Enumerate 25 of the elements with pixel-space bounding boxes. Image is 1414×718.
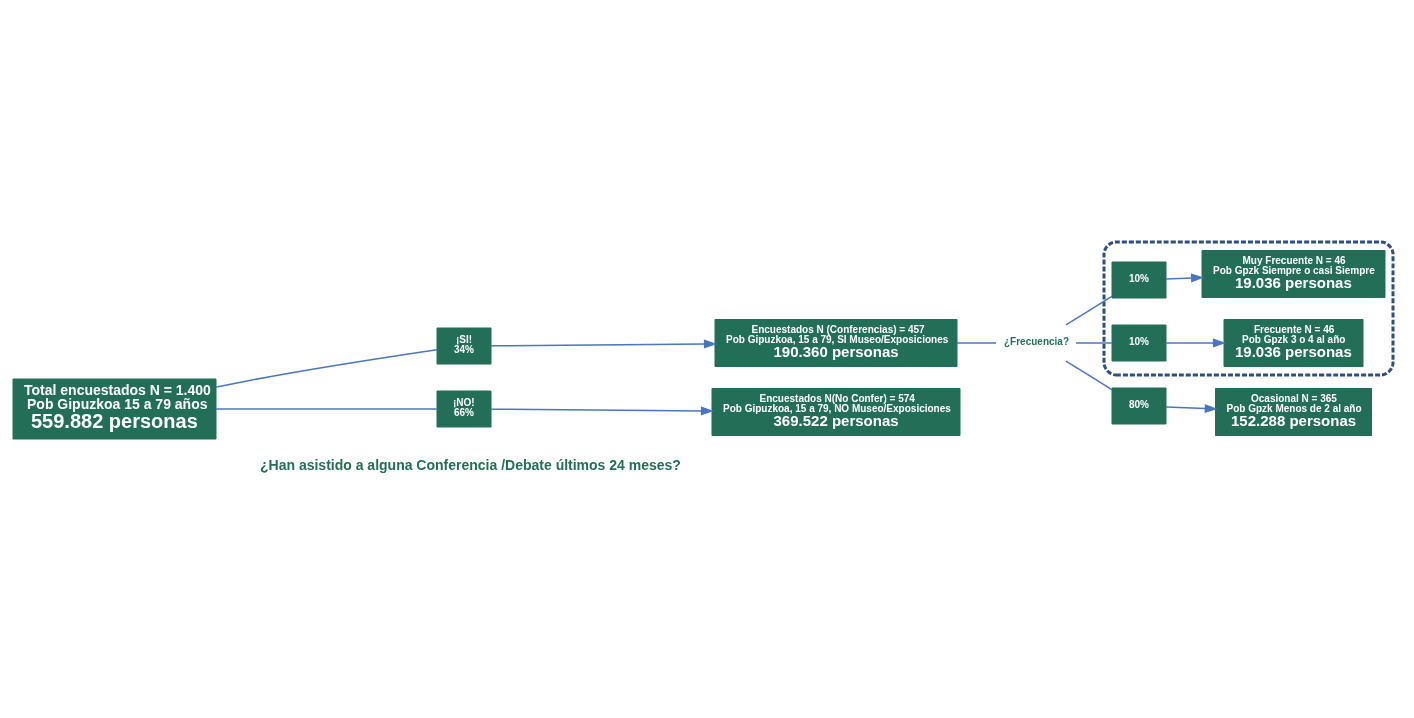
label: ¿Han asistido a alguna Conferencia /Debate últimos 24 meses? <box>260 456 681 473</box>
node-box: ¡NO! 66% <box>436 390 492 427</box>
node-box: Ocasional N = 365 Pob Gpzk Menos de 2 al año 152.288 personas <box>1215 387 1372 436</box>
node-box: ¡SI! 34% <box>436 327 492 364</box>
node-box: Encuestados N (Conferencias) = 457 Pob Gipuzkoa, 15 a 79, SI Museo/Exposiciones 190.360 personas <box>714 318 958 367</box>
arrow <box>490 339 717 349</box>
node-box: 80% <box>1111 387 1167 424</box>
node-box: 10% <box>1111 261 1167 298</box>
arrow <box>490 405 714 415</box>
connector <box>215 407 438 410</box>
arrow <box>1165 337 1226 348</box>
node-box: 10% <box>1111 324 1167 361</box>
node-text: ¿Frecuencia? <box>1004 335 1070 346</box>
arrow <box>1165 272 1205 283</box>
node-box: Frecuente N = 46 Pob Gpzk 3 o 4 al año 19.036 personas <box>1223 318 1364 367</box>
node-box: Muy Frecuente N = 46 Pob Gpzk Siempre o casi Siempre 19.036 personas <box>1201 249 1386 298</box>
arrow <box>1165 403 1218 413</box>
connector <box>1075 341 1113 344</box>
node-box: Encuestados N(No Confer) = 574 Pob Gipuzkoa, 15 a 79, NO Museo/Exposiciones 369.522 personas <box>711 387 961 436</box>
connector <box>215 348 438 388</box>
connector <box>1065 359 1113 390</box>
connector <box>956 341 997 344</box>
connector <box>1065 295 1113 326</box>
cluster <box>1102 240 1395 376</box>
node-box: Total encuestados N = 1.400 Pob Gipuzkoa 15 a 79 años 559.882 personas <box>12 378 217 439</box>
